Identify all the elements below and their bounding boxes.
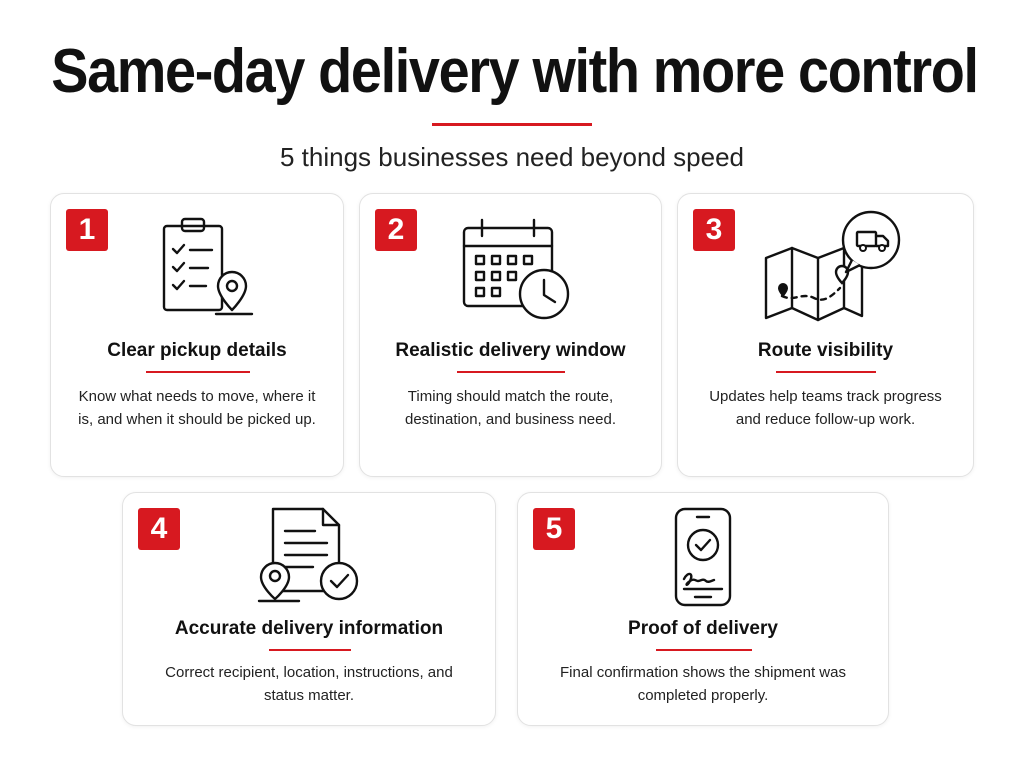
card-title-divider [146, 371, 250, 373]
card-title-divider [269, 649, 351, 651]
card-title: Accurate delivery information [174, 618, 444, 639]
phone-signature-check-icon [674, 507, 732, 607]
card-number-badge: 2 [375, 209, 417, 251]
card-number-badge: 5 [533, 508, 575, 550]
card-description: Correct recipient, location, instruction… [165, 664, 453, 704]
card-description: Know what needs to move, where it is, an… [78, 388, 316, 428]
card-title-divider [656, 649, 752, 651]
card-accurate-delivery-information: 4 Accurate delivery information Correct … [122, 492, 496, 726]
card-title-divider [457, 371, 565, 373]
route-map-truck-icon [764, 210, 901, 322]
card-title-divider [776, 371, 876, 373]
card-title: Route visibility [757, 340, 894, 361]
card-description: Final confirmation shows the shipment wa… [560, 664, 846, 704]
document-location-check-icon [257, 507, 359, 603]
card-clear-pickup-details: 1 Clear pickup details Know what needs t… [50, 193, 344, 477]
card-proof-of-delivery: 5 Proof of delivery Final confirmation s… [517, 492, 889, 726]
card-title: Proof of delivery [628, 618, 778, 639]
card-description: Timing should match the route, destinati… [405, 388, 616, 428]
page-title: Same-day delivery with more control [51, 37, 979, 106]
card-number-badge: 4 [138, 508, 180, 550]
card-realistic-delivery-window: 2 Realistic delivery window Timing shoul… [359, 193, 662, 477]
card-number-badge: 3 [693, 209, 735, 251]
clipboard-location-icon [162, 217, 254, 316]
card-title: Clear pickup details [107, 340, 287, 361]
title-divider [432, 123, 592, 126]
card-route-visibility: 3 Route visibility Updates help teams tr… [677, 193, 974, 477]
card-description: Updates help teams track progress and re… [709, 388, 942, 428]
calendar-clock-icon [462, 218, 570, 320]
card-number-badge: 1 [66, 209, 108, 251]
card-title: Realistic delivery window [395, 340, 626, 361]
page-subtitle: 5 things businesses need beyond speed [279, 142, 744, 172]
